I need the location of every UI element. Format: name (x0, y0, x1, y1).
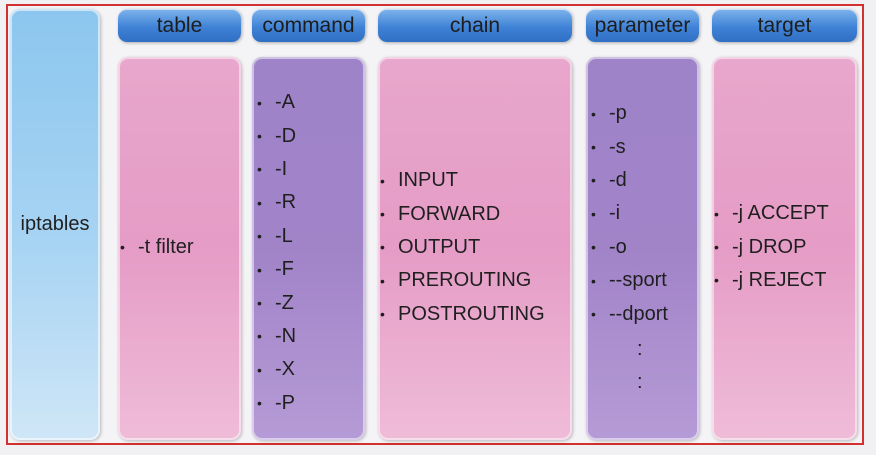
command-item-label: -Z (275, 291, 294, 314)
target-item-label: -j REJECT (732, 268, 827, 291)
chain-item-label: POSTROUTING (398, 302, 545, 325)
bullet-icon: • (714, 239, 719, 256)
chain-item-label: OUTPUT (398, 235, 481, 258)
table-column: • -t filter (118, 57, 241, 440)
list-item: • -j DROP (714, 230, 829, 263)
list-item: • -I (257, 153, 296, 186)
bullet-icon: • (380, 206, 385, 223)
table-item-label: -t filter (138, 235, 194, 258)
list-item: • -A (257, 86, 296, 119)
iptables-label: iptables (20, 213, 90, 235)
table-list: • -t filter (120, 236, 194, 258)
list-item: • POSTROUTING (380, 298, 545, 331)
bullet-icon: • (591, 272, 596, 289)
list-item: • -j ACCEPT (714, 197, 829, 230)
bullet-icon: • (257, 295, 262, 312)
bullet-icon: • (714, 272, 719, 289)
header-parameter: parameter (586, 9, 699, 42)
command-item-label: -R (275, 191, 297, 214)
target-item-label: -j ACCEPT (732, 202, 829, 225)
list-item: • -D (257, 119, 296, 152)
list-item: • -F (257, 253, 296, 286)
list-item: • -X (257, 353, 296, 386)
parameter-item-label: -s (609, 135, 626, 158)
bullet-icon: • (120, 239, 125, 255)
list-item: • --sport (591, 264, 668, 297)
command-item-label: -L (275, 224, 293, 247)
bullet-icon: • (591, 139, 596, 156)
bullet-icon: • (257, 161, 262, 178)
list-item: • -t filter (120, 236, 194, 258)
list-item: • -N (257, 320, 296, 353)
list-item: • FORWARD (380, 197, 545, 230)
list-item: • -s (591, 130, 668, 163)
command-item-label: -N (275, 324, 297, 347)
bullet-icon: • (257, 361, 262, 378)
continuation-marker: : (637, 371, 643, 393)
header-target: target (712, 9, 857, 42)
command-item-label: -I (275, 157, 288, 180)
chain-column: • INPUT • FORWARD • OUTPUT • PREROUTING • POS… (378, 57, 572, 440)
bullet-icon: • (257, 128, 262, 145)
command-item-label: -A (275, 91, 295, 114)
parameter-column: •-p •-s •-d •-i •-o •--sport •--dport : … (586, 57, 699, 440)
command-list: • -A • -D • -I • -R • -L • -F • -Z • -N • -X • -P (257, 86, 296, 420)
list-item: • -P (257, 387, 296, 420)
command-item-label: -F (275, 258, 294, 281)
list-item: • -p (591, 97, 668, 130)
continuation-marker: : (637, 338, 643, 360)
list-item: • -R (257, 186, 296, 219)
parameter-item-label: -p (609, 102, 627, 125)
bullet-icon: • (591, 239, 596, 256)
bullet-icon: • (591, 306, 596, 323)
chain-item-label: FORWARD (398, 202, 501, 225)
iptables-column: iptables (10, 9, 100, 440)
list-item: • PREROUTING (380, 264, 545, 297)
target-list: • -j ACCEPT • -j DROP • -j REJECT (714, 197, 829, 297)
list-item: • --dport (591, 297, 668, 330)
bullet-icon: • (380, 272, 385, 289)
bullet-icon: • (591, 105, 596, 122)
bullet-icon: • (257, 328, 262, 345)
parameter-list: • -p • -s • -d • -i • -o • --sport • --dport (591, 97, 668, 331)
list-item: • OUTPUT (380, 231, 545, 264)
list-item: • -j REJECT (714, 264, 829, 297)
header-chain: chain (378, 9, 572, 42)
parameter-item-label: --dport (609, 302, 668, 325)
bullet-icon: • (257, 194, 262, 211)
header-table: table (118, 9, 241, 42)
bullet-icon: • (257, 261, 262, 278)
bullet-icon: • (591, 205, 596, 222)
list-item: • -Z (257, 286, 296, 319)
bullet-icon: • (257, 228, 262, 245)
bullet-icon: • (380, 306, 385, 323)
command-item-label: -P (275, 391, 295, 414)
bullet-icon: • (257, 395, 262, 412)
list-item: • -i (591, 197, 668, 230)
command-item-label: -X (275, 358, 295, 381)
target-item-label: -j DROP (732, 235, 807, 258)
parameter-item-label: --sport (609, 269, 667, 292)
bullet-icon: • (380, 239, 385, 256)
parameter-item-label: -d (609, 168, 627, 191)
command-item-label: -D (275, 124, 297, 147)
chain-item-label: PREROUTING (398, 269, 532, 292)
target-column: • -j ACCEPT • -j DROP • -j REJECT (712, 57, 857, 440)
bullet-icon: • (380, 172, 385, 189)
list-item: • -L (257, 220, 296, 253)
bullet-icon: • (714, 205, 719, 222)
list-item: • INPUT (380, 164, 545, 197)
list-item: • -d (591, 164, 668, 197)
parameter-item-label: -i (609, 202, 621, 225)
bullet-icon: • (591, 172, 596, 189)
list-item: • -o (591, 231, 668, 264)
chain-list: • INPUT • FORWARD • OUTPUT • PREROUTING • POS… (380, 164, 545, 331)
chain-item-label: INPUT (398, 169, 458, 192)
command-column: • -A • -D • -I • -R • -L • -F • -Z • -N • -X • -P (252, 57, 365, 440)
header-command: command (252, 9, 365, 42)
bullet-icon: • (257, 94, 262, 111)
parameter-item-label: -o (609, 235, 627, 258)
